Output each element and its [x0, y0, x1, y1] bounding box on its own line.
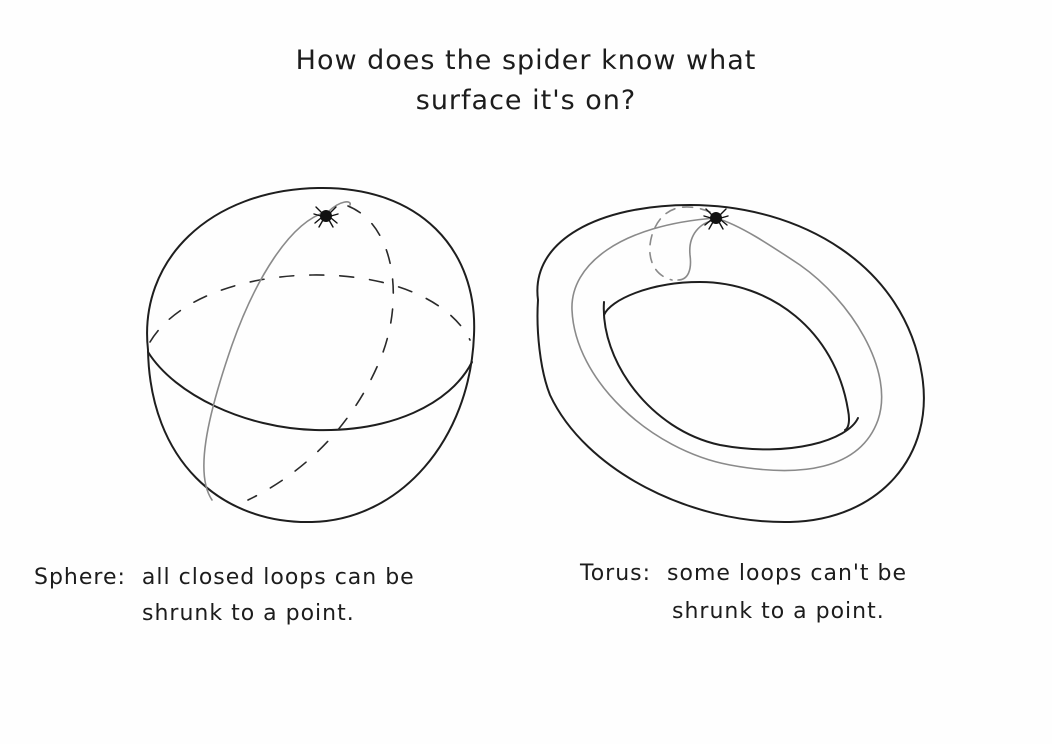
spider-icon: [313, 206, 339, 228]
sphere-loop: [203, 211, 327, 501]
sphere-caption-text-1: all closed loops can be: [141, 565, 415, 590]
sphere-drawing: [146, 186, 476, 524]
title-line-1: How does the spider know what: [295, 45, 757, 76]
torus-caption-line-2: shrunk to a point.: [672, 599, 885, 624]
torus-caption-text-1: some loops can't be: [667, 561, 908, 586]
sphere-equator-back: [149, 274, 471, 343]
torus-drawing: [536, 204, 925, 524]
sphere-loop-top: [327, 201, 351, 213]
torus-tube-loop-back: [648, 206, 711, 281]
sphere-label: Sphere:: [34, 565, 126, 590]
torus-long-loop: [571, 217, 883, 472]
sphere-outline: [146, 186, 476, 524]
sphere-equator-front: [147, 351, 473, 432]
torus-label: Torus:: [580, 561, 652, 586]
sphere-meridian-back: [247, 205, 395, 501]
torus-outer-outline: [536, 204, 925, 524]
spider-icon: [703, 208, 729, 230]
torus-caption-line-1: Torus: some loops can't be: [580, 556, 907, 592]
torus-inner-hole: [602, 301, 859, 451]
title-line-2: surface it's on?: [415, 85, 637, 116]
torus-inner-rim: [603, 281, 850, 431]
sphere-caption-line-2: shrunk to a point.: [142, 601, 355, 626]
torus-tube-loop-front: [677, 219, 717, 281]
sphere-caption-line-1: Sphere: all closed loops can be: [34, 560, 415, 596]
